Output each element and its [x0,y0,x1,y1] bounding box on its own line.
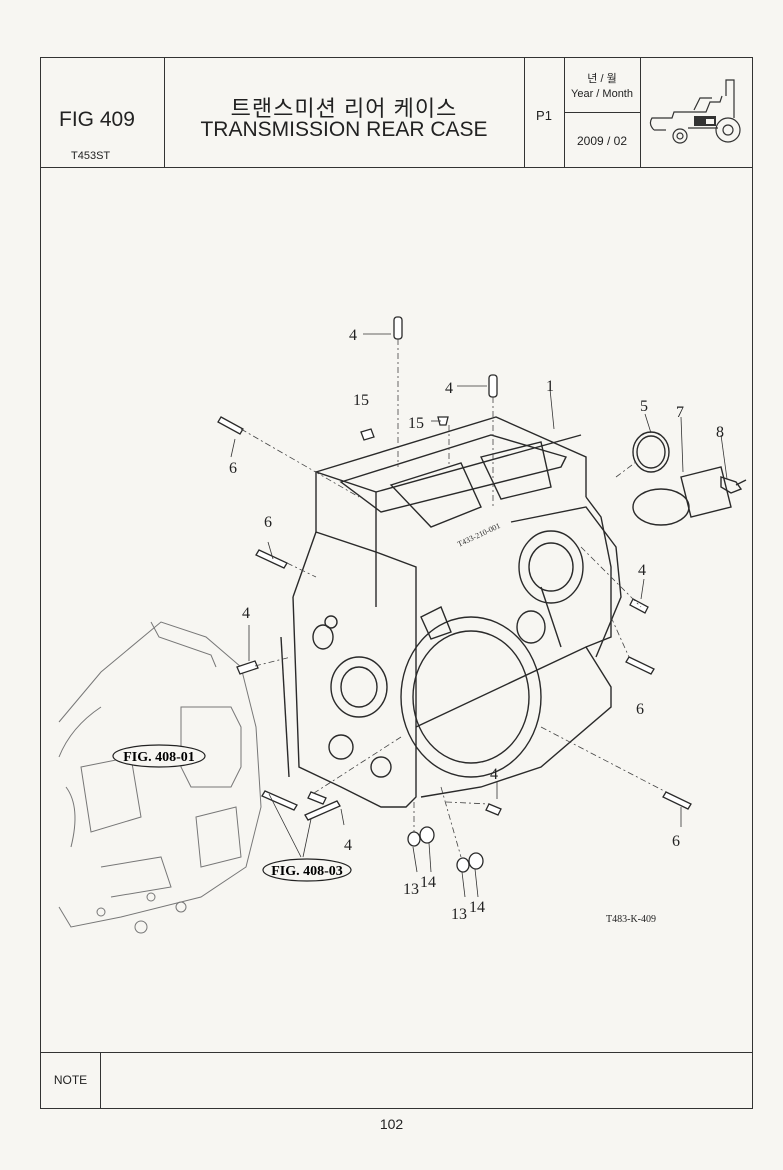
leader-lines [240,339,667,858]
ref-fig-408-01: FIG. 408-01 [123,750,195,765]
page-cell: P1 [524,58,565,167]
callout-4: 4 [344,837,352,854]
callout-6: 6 [672,833,680,850]
ref-fig-408-03: FIG. 408-03 [271,864,343,879]
callout-4: 4 [490,766,498,783]
tractor-icon [649,79,741,144]
callout-lines [230,333,728,898]
callout-4: 4 [445,380,453,397]
callout-4: 4 [242,605,250,622]
exploded-parts-drawing: 4 4 15 1 15 6 5 7 8 6 4 4 6 4 4 6 13 14 … [41,167,752,1054]
date-label-box: 년 / 월 Year / Month [564,58,640,113]
callout-14: 14 [420,874,436,891]
title-cell: 트랜스미션 리어 케이스 TRANSMISSION REAR CASE [164,58,525,167]
parts-diagram: 4 4 15 1 15 6 5 7 8 6 4 4 6 4 4 6 13 14 … [58,316,747,934]
callout-7: 7 [676,404,684,421]
callout-13: 13 [451,906,467,923]
callout-8: 8 [716,424,724,441]
callout-1: 1 [546,378,554,395]
figure-number: FIG 409 [59,108,135,131]
date-value: 2009 / 02 [576,134,628,148]
callout-14: 14 [469,899,485,916]
callout-15: 15 [353,392,369,409]
note-label: NOTE [41,1053,101,1108]
tractor-logo-cell [640,58,752,167]
callout-4: 4 [638,562,646,579]
title-english: TRANSMISSION REAR CASE [200,118,488,141]
callout-numbers: 4 4 15 1 15 6 5 7 8 6 4 4 6 4 4 6 13 14 … [229,327,724,923]
pins-and-studs [217,316,692,873]
parts-sheet-frame: FIG 409 T453ST 트랜스미션 리어 케이스 TRANSMISSION… [40,57,753,1109]
callout-13: 13 [403,881,419,898]
model-code: T453ST [71,150,111,162]
date-label-korean: 년 / 월 [587,73,617,85]
note-row: NOTE [41,1052,752,1108]
figure-cell: FIG 409 T453ST [41,58,165,167]
callout-5: 5 [640,398,648,415]
title-korean: 트랜스미션 리어 케이스 [230,96,458,121]
date-label-english: Year / Month [571,88,633,100]
date-cell: 년 / 월 Year / Month 2009 / 02 [564,58,641,167]
sheet-header: FIG 409 T453ST 트랜스미션 리어 케이스 TRANSMISSION… [41,58,752,168]
adjacent-housing-outline [58,621,262,934]
callout-6: 6 [229,460,237,477]
callout-15: 15 [408,415,424,432]
callout-4: 4 [349,327,357,344]
case-casting-mark: T433-210-001 [456,521,502,549]
figure-references: FIG. 408-01 FIG. 408-03 [112,744,352,882]
transmission-rear-case [280,416,622,808]
page-number: 102 [379,1116,404,1132]
front-seal-parts [632,431,747,526]
sheet-page-number: P1 [536,108,552,123]
drawing-code: T483-K-409 [606,914,656,925]
callout-6: 6 [636,701,644,718]
callout-6: 6 [264,514,272,531]
